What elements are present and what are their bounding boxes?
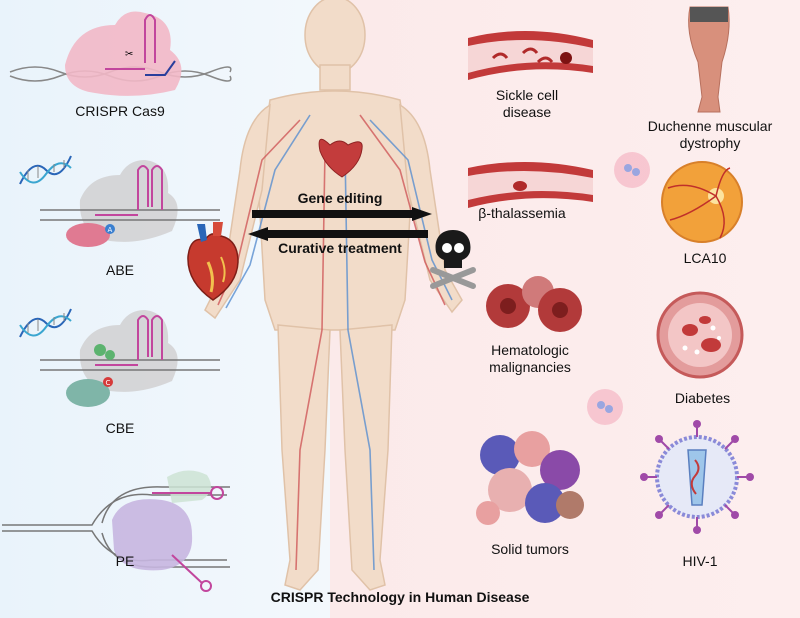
pe-label: PE [115, 553, 135, 569]
glow-particles-icon [587, 389, 623, 425]
thalassemia-label: β-thalassemia [478, 205, 566, 221]
gene-editing-label: Gene editing [297, 190, 383, 206]
retina-illustration [661, 161, 743, 243]
crispr-cas9-label: CRISPR Cas9 [75, 103, 165, 119]
svg-text:C: C [106, 379, 111, 387]
cbe-label: CBE [105, 420, 135, 436]
cbe-illustration: C [40, 310, 220, 407]
hiv-label: HIV-1 [682, 553, 718, 569]
blood-vessel-cross-section-illustration [656, 291, 744, 379]
pe-illustration [2, 470, 230, 592]
heart-illustration [187, 222, 239, 301]
dna-helix-icon [19, 155, 72, 185]
tumor-cells-illustration [476, 431, 584, 525]
dmd-label-line2: dystrophy [679, 135, 741, 151]
figure-title: CRISPR Technology in Human Disease [270, 589, 530, 605]
glow-particles-icon [614, 152, 650, 188]
hiv-virus-illustration [640, 420, 754, 534]
diabetes-label: Diabetes [674, 390, 731, 406]
svg-text:A: A [108, 226, 113, 234]
sickle-cell-label-line1: Sickle cell [495, 87, 559, 103]
gene-editing-arrow [252, 207, 432, 221]
blood-vessel-thalassemia-illustration [468, 161, 593, 208]
hematologic-label-line1: Hematologic [491, 342, 569, 358]
hematologic-cells-illustration [486, 276, 582, 332]
abe-label: ABE [105, 262, 134, 278]
curative-treatment-label: Curative treatment [278, 240, 402, 256]
cas9-illustration: ✂ [9, 11, 232, 96]
hematologic-label-line2: malignancies [489, 359, 571, 375]
leg-muscle-illustration [688, 6, 730, 113]
lca10-label: LCA10 [683, 250, 727, 266]
solid-tumors-label: Solid tumors [491, 541, 569, 557]
dmd-label-line1: Duchenne muscular [647, 118, 773, 134]
sickle-cell-label-line2: disease [502, 104, 552, 120]
curative-treatment-arrow [248, 227, 428, 241]
blood-vessel-sickle-illustration [468, 30, 593, 80]
skull-crossbones-icon [430, 230, 476, 289]
abe-illustration: A [40, 160, 220, 247]
svg-text:✂: ✂ [125, 49, 133, 60]
dna-helix-icon [19, 308, 72, 338]
